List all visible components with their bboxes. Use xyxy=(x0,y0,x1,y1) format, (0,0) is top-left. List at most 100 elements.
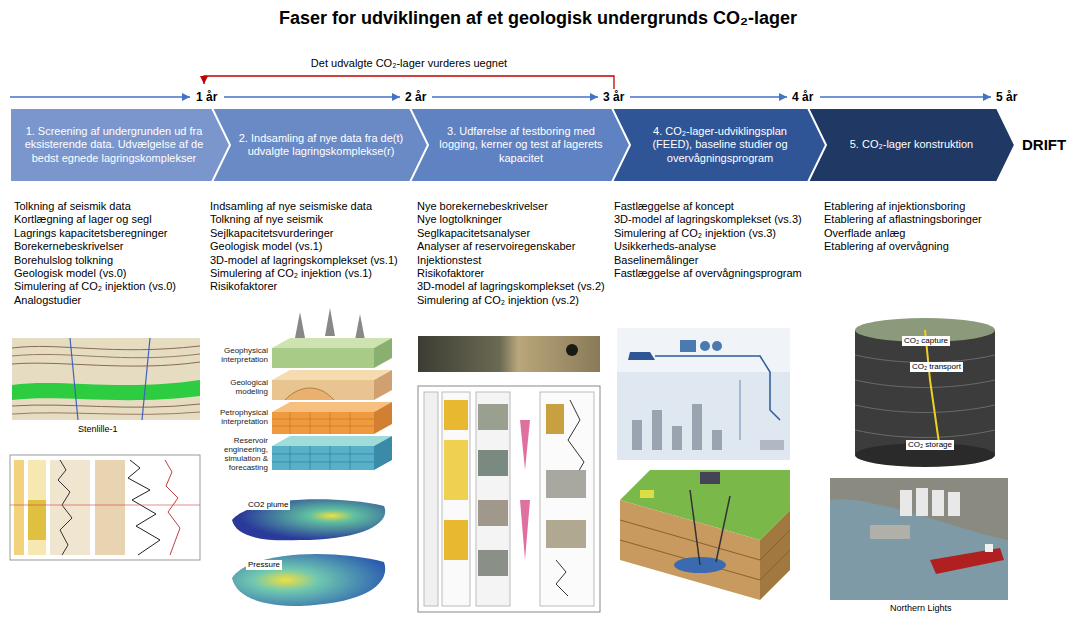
concept-infographic-part xyxy=(760,440,784,450)
storage-cylinder-part xyxy=(925,330,940,450)
activity-item: Seglkapacitetsanalyser xyxy=(417,227,530,240)
figure-label: Reservoir engineering, simulation & fore… xyxy=(212,436,268,472)
core-log-sheet-part xyxy=(442,392,470,606)
monitoring-block-diagram-part xyxy=(620,520,790,560)
year-marker: 2 år xyxy=(405,90,426,104)
seismic-section-part xyxy=(12,412,200,414)
timeline-part xyxy=(10,96,190,97)
figure-label: CO₂ capture xyxy=(902,336,950,346)
year-marker: 1 år xyxy=(196,90,217,104)
concept-infographic-part xyxy=(617,372,790,460)
seismic-section-part xyxy=(12,362,200,366)
figure-caption: Northern Lights xyxy=(890,603,952,614)
core-log-sheet-part xyxy=(520,420,530,470)
activity-item: Risikofaktorer xyxy=(417,267,484,280)
activity-item: Simulering af CO₂ injektion (vs.0) xyxy=(14,280,176,293)
activity-item: Etablering af overvågning xyxy=(824,240,949,253)
year-marker: 3 år xyxy=(603,90,624,104)
core-photo-part xyxy=(418,336,600,372)
concept-infographic-part xyxy=(712,430,722,450)
core-log-sheet-part xyxy=(478,550,508,576)
activity-item: Geologisk model (vs.0) xyxy=(14,267,127,280)
geomodel-block-part xyxy=(355,314,365,340)
geomodel-block xyxy=(272,308,392,470)
monitoring-block-diagram-part xyxy=(716,496,730,562)
activity-item: Nye borekernebeskrivelser xyxy=(417,200,548,213)
well-log-panel-part xyxy=(128,460,160,555)
phase-text: 3. Udførelse af testboring med logging, … xyxy=(434,125,608,165)
end-label: DRIFT xyxy=(1022,136,1066,154)
activity-item: Tolkning af nye seismik xyxy=(210,213,323,226)
geomodel-block-part xyxy=(272,370,392,380)
core-log-sheet-part xyxy=(540,392,594,606)
geomodel-block-part xyxy=(374,370,392,400)
well-log-panel-part xyxy=(58,460,72,555)
core-log-sheet-part xyxy=(444,440,468,500)
geomodel-block-part xyxy=(272,402,392,412)
geomodel-block-part xyxy=(295,312,305,338)
well-log-panel-part xyxy=(10,455,200,560)
core-log-sheet-part xyxy=(444,520,468,560)
phase-chevron: 4. CO₂-lager-udviklingsplan (FEED), base… xyxy=(612,108,828,182)
activity-item: Fastlæggelse af koncept xyxy=(614,200,734,213)
timeline-part xyxy=(224,96,400,97)
concept-infographic-part xyxy=(617,328,790,460)
plume-maps xyxy=(232,499,385,606)
concept-infographic xyxy=(617,328,790,460)
timeline-part xyxy=(820,96,991,97)
figure-caption: Stenlille-1 xyxy=(78,424,118,435)
activity-item: Etablering af aflastningsboringer xyxy=(824,213,982,226)
activity-item: Usikkerheds-analyse xyxy=(614,240,716,253)
activity-item: Sejlkapacitetsvurderinger xyxy=(210,227,334,240)
activity-item: Borehulslog tolkning xyxy=(14,254,113,267)
seismic-section-part xyxy=(70,338,78,420)
core-log-sheet-part xyxy=(478,404,508,430)
core-log-sheet-part xyxy=(476,392,510,606)
figure-label: Pressure xyxy=(246,560,282,570)
geomodel-block-part xyxy=(285,388,334,400)
monitoring-block-diagram-part xyxy=(690,490,700,565)
activity-item: 3D-model af lagringskomplekset (vs.3) xyxy=(614,213,802,226)
activity-item: Lagrings kapacitetsberegninger xyxy=(14,227,168,240)
core-log-sheet-part xyxy=(546,470,586,498)
well-log-panel-part xyxy=(165,460,180,555)
geomodel-block-part xyxy=(374,338,392,368)
geomodel-block-part xyxy=(272,348,374,368)
activity-item: Tolkning af seismik data xyxy=(14,200,131,213)
feedback-arrow xyxy=(204,76,614,89)
geomodel-block-part xyxy=(272,412,374,434)
storage-cylinder-part xyxy=(855,355,995,438)
geomodel-block-part xyxy=(272,338,392,348)
concept-infographic-part xyxy=(655,356,780,420)
chevron-fill xyxy=(212,108,430,182)
geomodel-block-part xyxy=(374,436,392,470)
geomodel-block-part xyxy=(272,446,374,470)
activity-item: 3D-model af lagringskomplekset (vs.1) xyxy=(210,254,398,267)
seismic-section-part xyxy=(12,354,200,358)
geomodel-block-part xyxy=(272,380,374,400)
activity-item: Simulering af CO₂ injektion (vs.1) xyxy=(210,267,372,280)
concept-infographic-part xyxy=(628,352,655,360)
monitoring-block-diagram-part xyxy=(620,500,760,600)
seismic-section-part xyxy=(12,346,200,350)
chevron-fill xyxy=(808,108,1015,182)
storage-cylinder-part xyxy=(855,330,995,455)
figure-label: Petrophysical interpretation xyxy=(212,408,268,426)
core-photo-part xyxy=(566,344,578,356)
figure-label: CO₂ storage xyxy=(906,440,954,450)
timeline xyxy=(10,96,991,97)
concept-infographic-part xyxy=(712,341,722,351)
northern-lights-photo-part xyxy=(985,544,993,552)
core-log-sheet-part xyxy=(546,404,564,434)
northern-lights-photo-part xyxy=(916,488,928,516)
activity-item: Risikofaktorer xyxy=(210,280,277,293)
year-marker: 4 år xyxy=(792,90,813,104)
well-log-panel-part xyxy=(10,505,200,506)
concept-infographic-part xyxy=(680,340,696,352)
seismic-section-part xyxy=(142,338,150,420)
activity-item: Geologisk model (vs.1) xyxy=(210,240,323,253)
northern-lights-photo-part xyxy=(830,478,1008,600)
activity-item: Simulering af CO₂ injektion (vs.3) xyxy=(614,227,776,240)
seismic-section-part xyxy=(12,380,200,400)
core-log-sheet-part xyxy=(418,386,600,612)
